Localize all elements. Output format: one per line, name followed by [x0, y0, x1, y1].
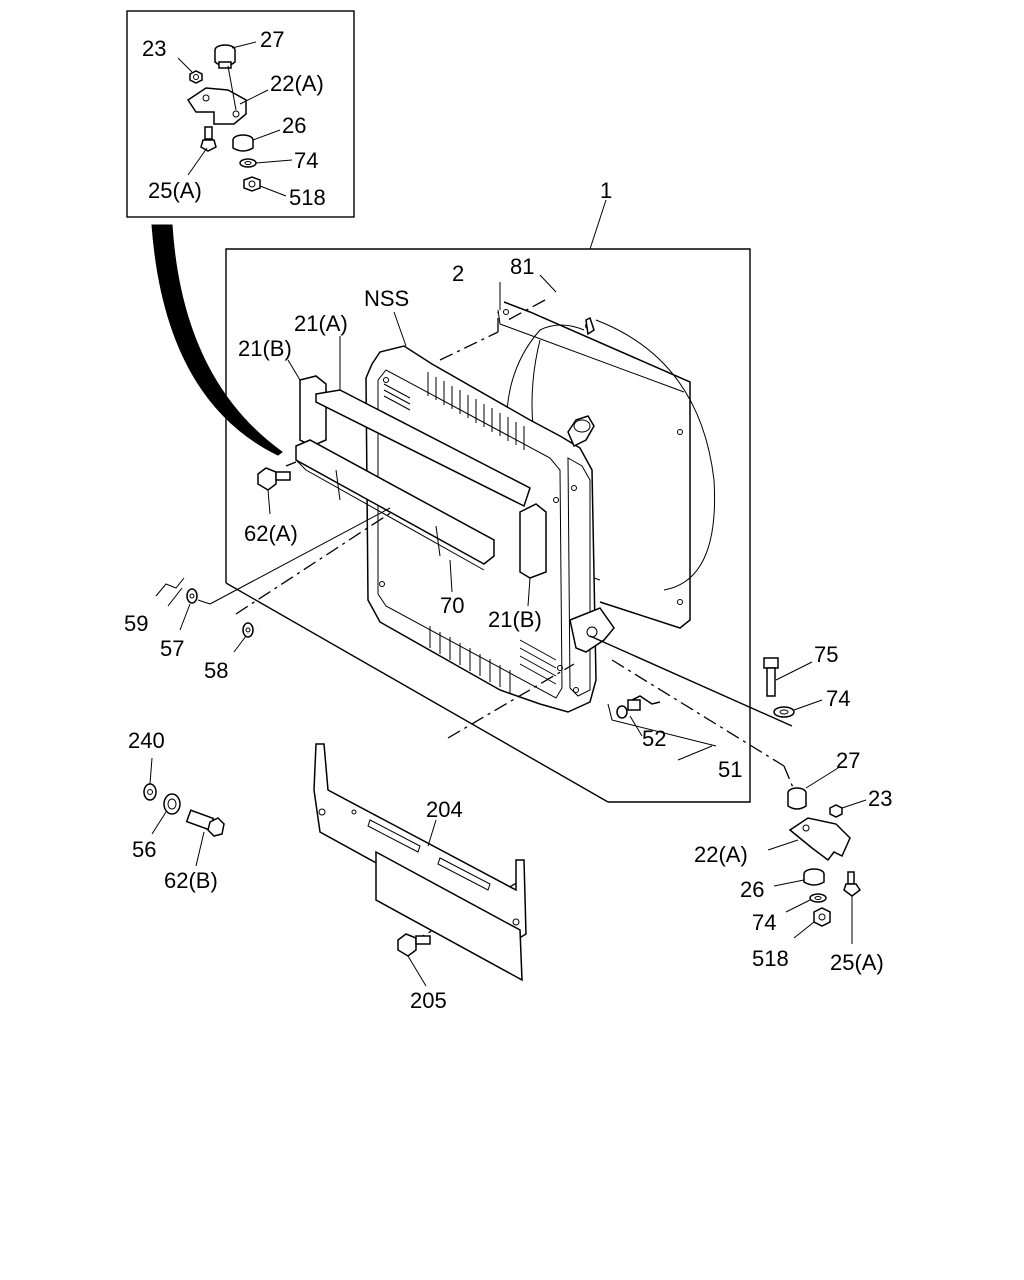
bolt-205 [397, 933, 431, 987]
nut-518-right [813, 907, 831, 927]
inset-bracket-22a [186, 87, 247, 125]
label-518-inset: 518 [289, 185, 326, 210]
inset-washer-74 [239, 158, 257, 168]
inset-nut-518 [243, 176, 261, 192]
bolt-62b [185, 809, 225, 837]
leader-lines [149, 274, 867, 944]
assembly-box-1 [225, 199, 751, 803]
bolt-62a [257, 467, 291, 515]
bolt-25a-right [843, 871, 862, 897]
inset-cushion-26 [232, 134, 254, 152]
label-26-inset: 26 [282, 113, 306, 138]
assembly-guides [235, 299, 795, 943]
label-27-right: 27 [836, 748, 860, 773]
label-74-inset: 74 [294, 148, 318, 173]
label-56: 56 [132, 837, 156, 862]
label-27-inset: 27 [260, 27, 284, 52]
clamp-240 [143, 783, 157, 801]
washer-74-right2 [809, 893, 827, 903]
label-25a-inset: 25(A) [148, 178, 202, 203]
label-81: 81 [510, 254, 534, 279]
drain-hose-240 [173, 629, 272, 801]
label-25a-right: 25(A) [830, 950, 884, 975]
label-52: 52 [642, 726, 666, 751]
washer-74-right [773, 706, 795, 718]
mount-27-right [787, 787, 807, 810]
label-74-right2: 74 [752, 910, 776, 935]
inset-nut-23 [189, 70, 203, 84]
label-58: 58 [204, 658, 228, 683]
label-518-right: 518 [752, 946, 789, 971]
washer-56 [163, 793, 181, 815]
label-1: 1 [600, 178, 612, 203]
clip-58 [242, 622, 254, 638]
label-22a-right: 22(A) [694, 842, 748, 867]
baffle-plates [295, 375, 547, 579]
label-62b: 62(B) [164, 868, 218, 893]
label-240: 240 [128, 728, 165, 753]
label-2: 2 [452, 261, 464, 286]
label-21b-bottom: 21(B) [488, 607, 542, 632]
label-26-right: 26 [740, 877, 764, 902]
detail-callout-arrow [151, 224, 283, 456]
label-21a: 21(A) [294, 311, 348, 336]
fan-shroud [497, 301, 716, 629]
bracket-22a-right [788, 817, 851, 862]
inset-frame [126, 10, 355, 218]
label-204: 204 [426, 797, 463, 822]
label-22a-inset: 22(A) [270, 71, 324, 96]
label-70: 70 [440, 593, 464, 618]
bolt-75 [763, 657, 779, 697]
label-75: 75 [814, 642, 838, 667]
cushion-26-right [803, 868, 825, 886]
label-23-right: 23 [868, 786, 892, 811]
drain-cock-52 [616, 695, 661, 719]
label-57: 57 [160, 636, 184, 661]
label-21b-top: 21(B) [238, 336, 292, 361]
label-51: 51 [718, 757, 742, 782]
nut-23-right [829, 804, 843, 818]
label-59: 59 [124, 611, 148, 636]
hose-59 [155, 577, 185, 597]
guard-plate-204 [313, 743, 527, 982]
label-nss: NSS [364, 286, 409, 311]
label-74-right: 74 [826, 686, 850, 711]
label-205: 205 [410, 988, 447, 1013]
label-23-inset: 23 [142, 36, 166, 61]
label-62a: 62(A) [244, 521, 298, 546]
inset-bolt-25a [200, 126, 217, 152]
inset-detail: 23 27 22(A) 26 74 25(A) 518 [126, 10, 355, 218]
clip-57 [186, 588, 198, 604]
inset-mount-27 [214, 44, 236, 69]
